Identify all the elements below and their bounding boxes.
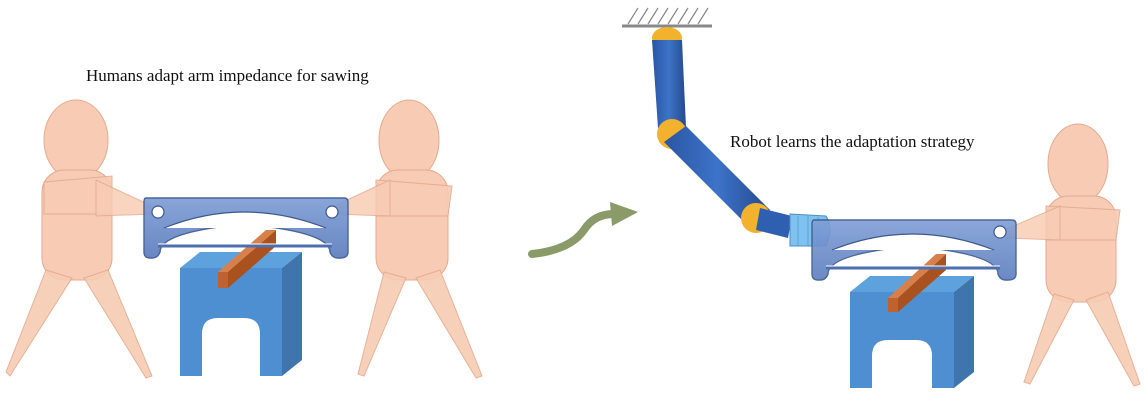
right-human-right-leg — [416, 270, 482, 378]
caption-robot-learning: Robot learns the adaptation strategy — [730, 132, 975, 152]
partner-human-right-leg — [1086, 292, 1140, 386]
left-saw-handle-hole-right — [326, 206, 338, 218]
right-saw — [812, 220, 1016, 280]
right-saw-handle-hole — [994, 226, 1006, 238]
left-workbench-side — [282, 252, 302, 376]
left-human-left-leg — [6, 270, 72, 376]
robot-link-1 — [652, 40, 686, 128]
robot-link-3 — [756, 208, 792, 238]
partner-human-head — [1048, 124, 1108, 204]
transition-arrow-head — [610, 202, 638, 226]
left-human — [6, 100, 156, 378]
left-human-head — [44, 100, 108, 180]
right-scene — [622, 8, 1140, 388]
transition-arrow-shaft — [532, 214, 614, 254]
right-human — [334, 100, 482, 378]
partner-human — [1004, 124, 1140, 386]
robot-mount — [622, 8, 712, 26]
right-human-head — [379, 100, 439, 180]
transition-arrow — [532, 202, 638, 254]
left-scene — [6, 100, 482, 378]
partner-human-left-leg — [1024, 294, 1074, 384]
left-human-right-leg — [84, 270, 152, 378]
left-saw-handle-hole-left — [152, 206, 164, 218]
caption-human-sawing: Humans adapt arm impedance for sawing — [86, 66, 369, 86]
right-human-left-leg — [358, 272, 406, 376]
